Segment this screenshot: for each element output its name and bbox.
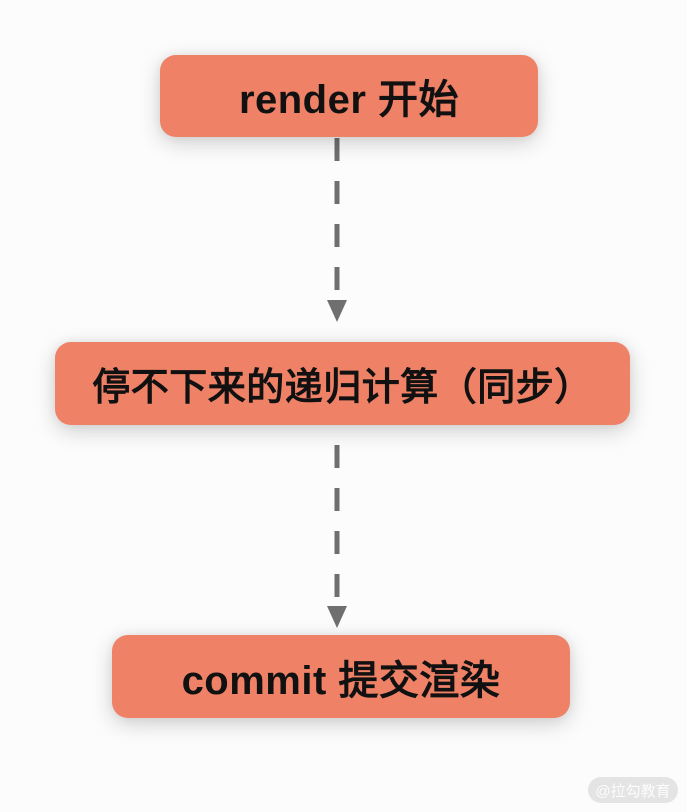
watermark-badge: @拉勾教育 <box>588 777 678 803</box>
node-commit-render: commit 提交渲染 <box>112 635 570 718</box>
node-render-start: render 开始 <box>160 55 538 137</box>
arrow-start-to-recursion <box>327 138 347 322</box>
arrow-recursion-to-commit <box>327 445 347 628</box>
node-recursive-computation: 停不下来的递归计算（同步） <box>55 342 630 425</box>
